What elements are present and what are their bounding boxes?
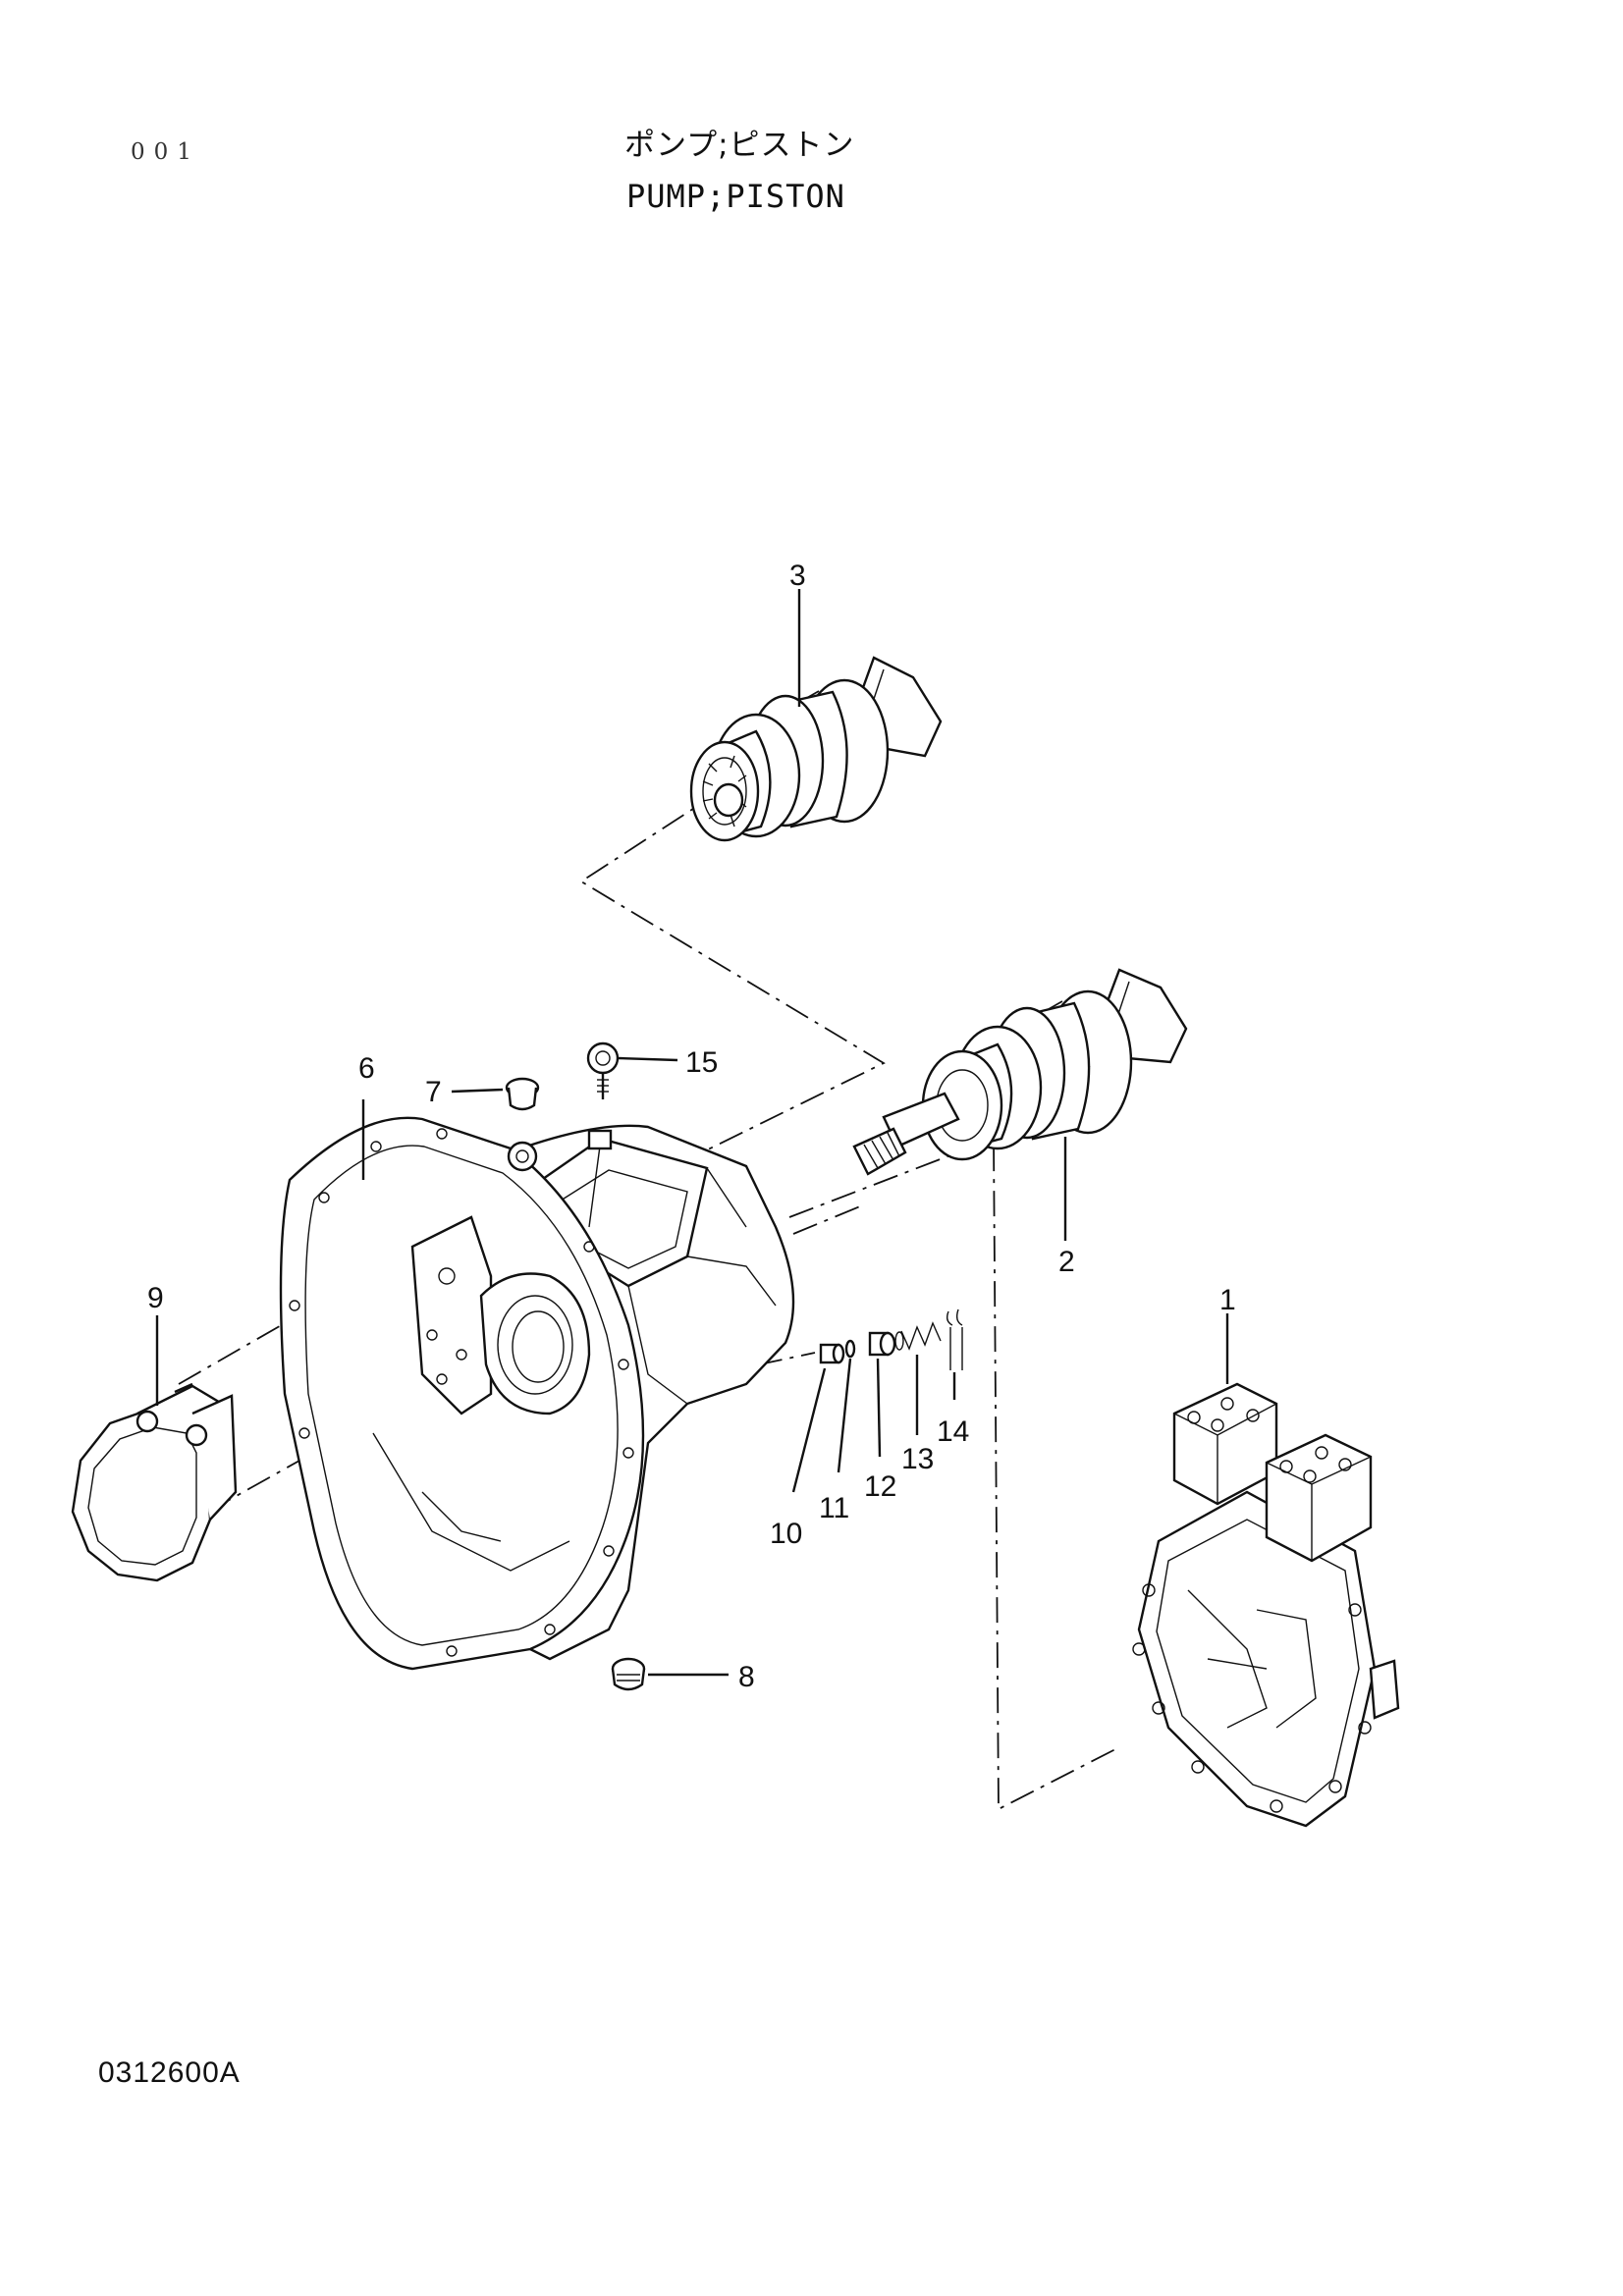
- callout-11: 11: [819, 1492, 849, 1524]
- callout-12: 12: [864, 1470, 896, 1503]
- part-14-cap: [946, 1308, 963, 1400]
- part-12-spool: [868, 1331, 896, 1458]
- page-title-japanese: ポンプ;ピストン: [624, 128, 855, 163]
- callout-8: 8: [738, 1661, 755, 1693]
- part-3-shaft-gear: [689, 589, 943, 842]
- part-11-ring: [837, 1339, 856, 1473]
- callout-10: 10: [770, 1518, 802, 1550]
- callout-9: 9: [147, 1282, 164, 1314]
- page-title: PUMP;PISTON: [626, 178, 845, 215]
- callout-6: 6: [358, 1052, 375, 1085]
- part-15-eye-bolt: [586, 1041, 678, 1099]
- callout-3: 3: [789, 560, 806, 592]
- drawing-number: 0312600A: [98, 2056, 241, 2089]
- part-8-drain-plug: [611, 1657, 729, 1691]
- part-2-shaft-gear: [852, 968, 1188, 1241]
- callout-14: 14: [937, 1415, 969, 1448]
- callout-15: 15: [685, 1046, 718, 1079]
- callout-7: 7: [425, 1076, 442, 1108]
- part-13-spring: [894, 1321, 942, 1435]
- part-6-pump-housing: [279, 1099, 795, 1671]
- callout-13: 13: [901, 1443, 934, 1475]
- page-code: 001: [131, 139, 200, 165]
- part-10-sleeve: [791, 1343, 845, 1493]
- callout-1: 1: [1219, 1284, 1236, 1316]
- part-9-gear-pump: [71, 1315, 238, 1582]
- part-7-plug: [451, 1077, 540, 1111]
- callout-2: 2: [1058, 1246, 1075, 1278]
- part-1-pump-assembly: [1132, 1313, 1400, 1828]
